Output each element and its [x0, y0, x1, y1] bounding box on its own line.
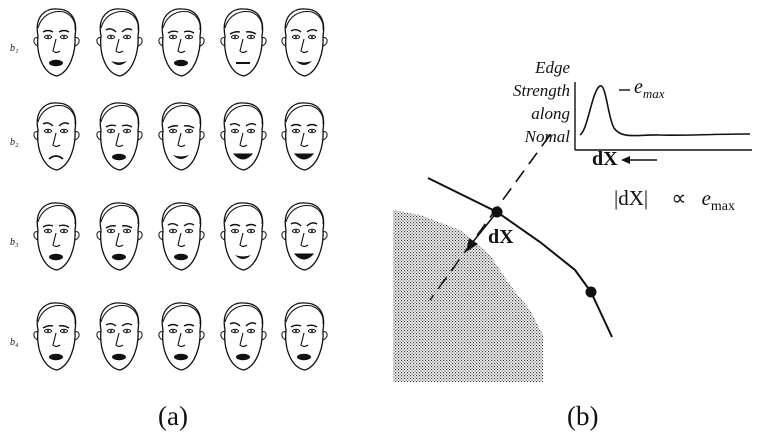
dx-graph-arrow-head: [621, 156, 630, 164]
face-r3-c3: [155, 200, 207, 274]
panel-b-edge-diagram: Edge Strength along Nomal emax dX dX |dX…: [380, 0, 774, 441]
face-r4-c3: [155, 300, 207, 374]
face-r2-c4: [217, 100, 269, 174]
face-r3-c1: [30, 200, 82, 274]
face-r1-c3: [155, 6, 207, 80]
face-r3-c4: [217, 200, 269, 274]
caption-b: (b): [567, 401, 599, 431]
contour-curve: [427, 177, 613, 338]
dx-graph-label: dX: [592, 148, 618, 170]
face-r2-c5: [278, 100, 330, 174]
face-r4-c2: [93, 300, 145, 374]
proportion-rhs: e: [701, 186, 711, 210]
row-label-b1: b₁: [10, 43, 19, 54]
row-label-b4: b₄: [10, 337, 19, 348]
dx-arrow-shaft: [471, 211, 498, 244]
face-r2-c3: [155, 100, 207, 174]
edge-label-line-3: along: [531, 104, 570, 123]
proportion-rhs-sub: max: [710, 199, 736, 215]
edge-diagram-svg: [393, 82, 752, 382]
face-r3-c2: [93, 200, 145, 274]
caption-a: (a): [158, 401, 188, 431]
face-r1-c4: [217, 6, 269, 80]
control-point-2: [585, 286, 597, 298]
face-r1-c2: [93, 6, 145, 80]
edge-label-line-4: Nomal: [524, 127, 570, 146]
face-r3-c5: [278, 200, 330, 274]
face-r4-c1: [30, 300, 82, 374]
proportion-formula: |dX| ∝ emax: [614, 186, 735, 215]
face-r1-c5: [278, 6, 330, 80]
edge-label-line-1: Edge: [535, 58, 570, 77]
face-r4-c5: [278, 300, 330, 374]
panel-a-face-grid: b₁ b₂ b₃ b₄ (a): [0, 0, 380, 441]
row-label-b3: b₃: [10, 237, 19, 248]
edge-label-line-2: Strength: [513, 81, 570, 100]
shaded-region: [393, 210, 543, 382]
normal-dashed-line: [429, 134, 551, 301]
dx-curve-label: dX: [488, 226, 514, 248]
face-r2-c1: [30, 100, 82, 174]
dx-arrow-head: [466, 238, 478, 252]
row-label-b2: b₂: [10, 137, 19, 148]
face-r4-c4: [217, 300, 269, 374]
emax-label: emax: [634, 76, 665, 102]
edge-strength-curve: [579, 85, 751, 137]
face-r1-c1: [30, 6, 82, 80]
proportion-symbol: ∝: [671, 186, 687, 210]
face-r2-c2: [93, 100, 145, 174]
emax-base: e: [634, 76, 643, 98]
emax-sub: max: [642, 86, 665, 101]
proportion-lhs: |dX|: [614, 186, 649, 210]
edge-strength-label: Edge Strength along Nomal: [470, 56, 570, 148]
